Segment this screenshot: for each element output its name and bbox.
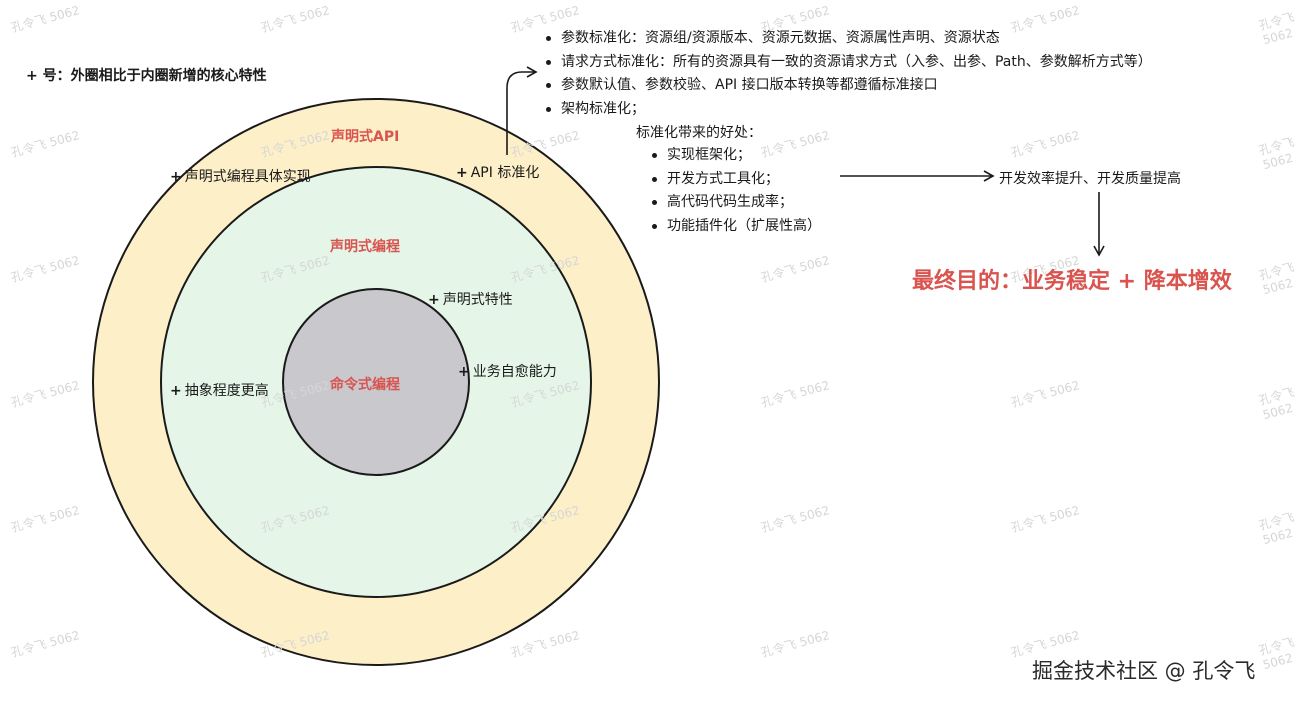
- list-item: 参数默认值、参数校验、API 接口版本转换等都遵循标准接口: [542, 74, 1152, 98]
- list-item: 请求方式标准化：所有的资源具有一致的资源请求方式（入参、出参、Path、参数解析…: [542, 51, 1152, 75]
- legend-note: + 号：外圈相比于内圈新增的核心特性: [26, 68, 267, 84]
- middle-ring-title: 声明式编程: [330, 239, 400, 255]
- list-item: 开发方式工具化；: [648, 168, 821, 192]
- list-item: 参数标准化：资源组/资源版本、资源元数据、资源属性声明、资源状态: [542, 27, 1152, 51]
- list-item: 功能插件化（扩展性高）: [648, 215, 821, 239]
- inner-ring: [282, 288, 470, 476]
- benefits-title: 标准化带来的好处：: [636, 125, 762, 141]
- standardization-list: 参数标准化：资源组/资源版本、资源元数据、资源属性声明、资源状态 请求方式标准化…: [542, 27, 1152, 121]
- feature-api-standardization: +API 标准化: [456, 165, 540, 181]
- list-item: 实现框架化；: [648, 144, 821, 168]
- feature-higher-abstraction: +抽象程度更高: [170, 383, 269, 399]
- benefits-list: 实现框架化； 开发方式工具化； 高代码代码生成率； 功能插件化（扩展性高）: [648, 144, 821, 238]
- feature-declarative-implementation: +声明式编程具体实现: [170, 169, 311, 185]
- final-goal: 最终目的：业务稳定 + 降本增效: [912, 269, 1232, 294]
- list-item: 高代码代码生成率；: [648, 191, 821, 215]
- feature-self-healing: +业务自愈能力: [458, 364, 557, 380]
- brand-watermark: 掘金技术社区 @ 孔令飞: [1032, 659, 1256, 683]
- result-text: 开发效率提升、开发质量提高: [999, 171, 1181, 187]
- outer-ring-title: 声明式API: [331, 129, 400, 145]
- feature-declarative-traits: +声明式特性: [428, 292, 513, 308]
- api-standardization-arrow: [506, 66, 538, 155]
- list-item: 架构标准化；: [542, 98, 1152, 122]
- inner-ring-title: 命令式编程: [330, 377, 400, 393]
